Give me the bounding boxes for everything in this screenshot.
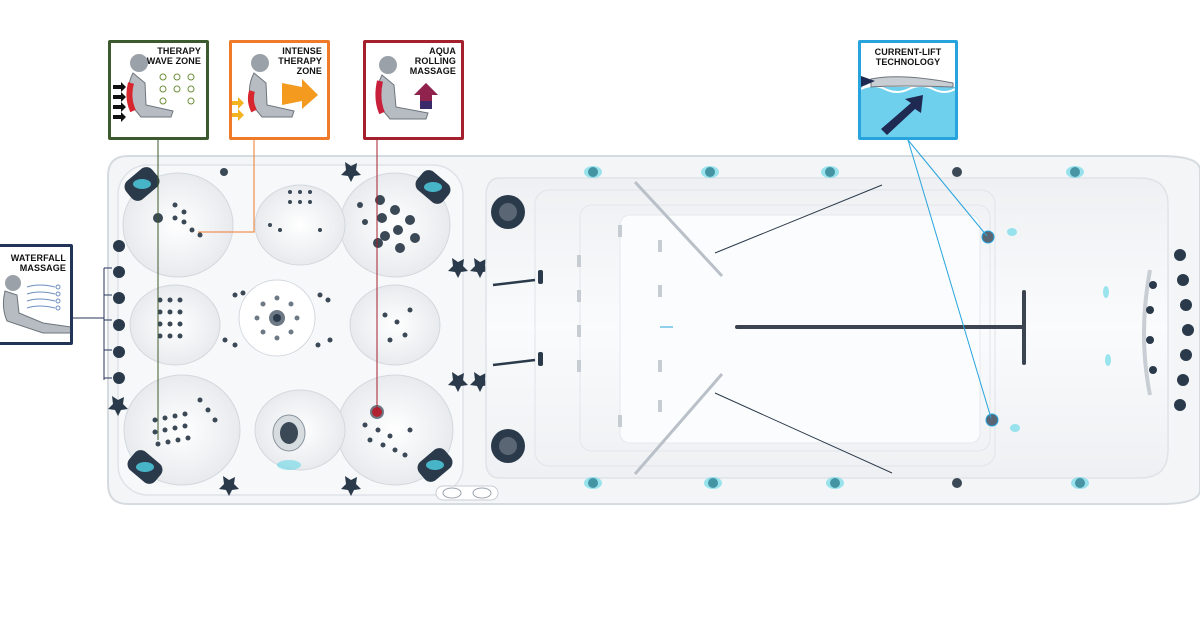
therapy-seats [122, 172, 454, 486]
headrest-pillows [124, 167, 453, 484]
current-lift-technology-badge: CURRENT-LIFT TECHNOLOGY [858, 40, 958, 140]
center-jet-cluster [254, 295, 300, 341]
exercise-bars [633, 180, 724, 475]
end-wall-jets [1142, 249, 1194, 411]
therapy-wave-zone-badge: THERAPY WAVE ZONE [108, 40, 209, 140]
waterfall-massage-label: WATERFALL MASSAGE [10, 253, 66, 273]
callout-lines [73, 139, 992, 440]
exercise-cords [714, 184, 893, 474]
therapy-wave-zone-label: THERAPY WAVE ZONE [146, 46, 201, 66]
current-lift-technology-label: CURRENT-LIFT TECHNOLOGY [874, 47, 942, 67]
aqua-rolling-massage-label: AQUA ROLLING MASSAGE [409, 46, 456, 76]
seated-person-wave-jets-icon [113, 54, 195, 122]
handles [492, 278, 536, 367]
control-panel [435, 485, 499, 501]
waterfall-jets [113, 240, 125, 384]
lane-marker [735, 290, 1026, 365]
led-lights [584, 166, 1111, 489]
aqua-rolling-massage-badge: AQUA ROLLING MASSAGE [363, 40, 464, 140]
divider-jets [108, 162, 490, 496]
filter-cartridge [272, 414, 306, 470]
seated-person-intense-jets-icon [232, 54, 318, 121]
swim-jets [491, 195, 525, 463]
current-lift-leader-2 [907, 139, 992, 419]
intense-zone-leader [198, 140, 255, 233]
intense-therapy-zone-label: INTENSE THERAPY ZONE [278, 46, 322, 76]
step-markers [577, 225, 662, 427]
current-lift-leader-1 [907, 139, 988, 237]
seated-person-rolling-massage-icon [375, 56, 438, 120]
swimmer-current-icon [861, 76, 955, 137]
waterfall-massage-badge: WATERFALL MASSAGE [0, 244, 73, 345]
intense-therapy-zone-badge: INTENSE THERAPY ZONE [229, 40, 330, 140]
waterfall-leader [73, 267, 112, 380]
reclining-person-waterfall-icon [2, 275, 70, 334]
